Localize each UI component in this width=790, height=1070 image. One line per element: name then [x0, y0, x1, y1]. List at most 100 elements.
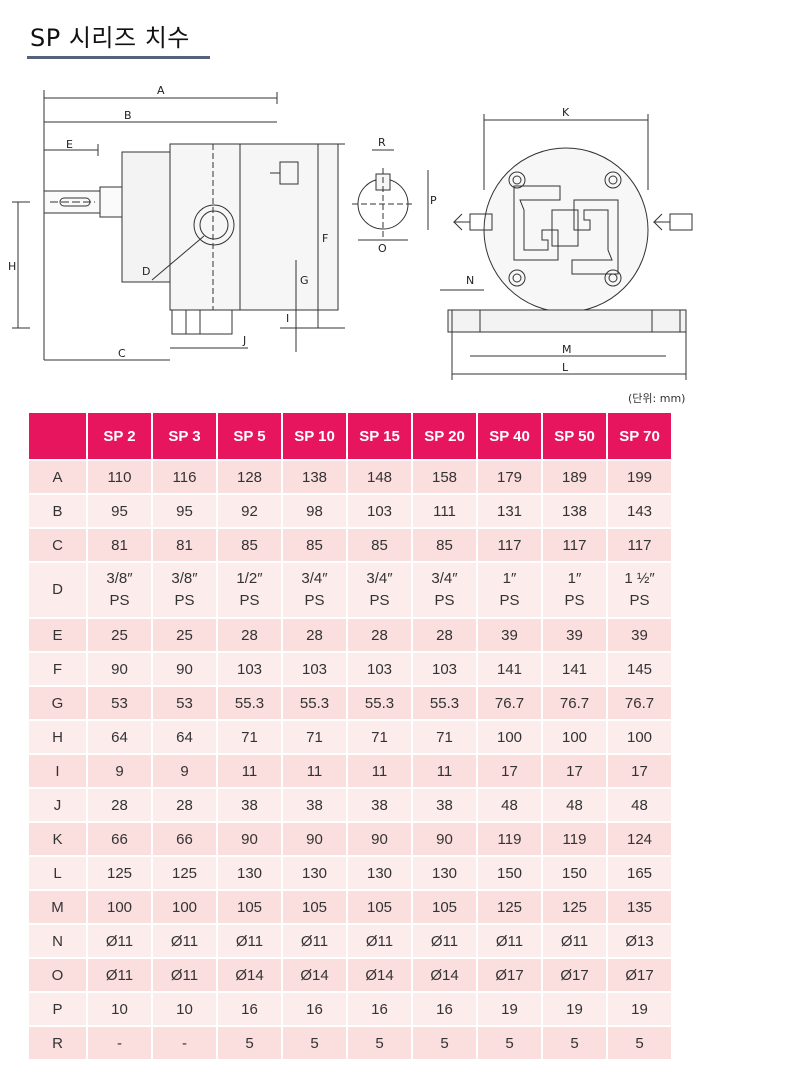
cell-value: 48 — [501, 796, 518, 814]
cell-value: 95 — [176, 502, 193, 520]
table-cell: 16 — [218, 993, 281, 1025]
cell-value: 3/4″ — [366, 570, 393, 587]
table-cell: 11 — [348, 755, 411, 787]
cell-value: 85 — [436, 536, 453, 554]
table-cell: 25 — [88, 619, 151, 651]
cell-value: 141 — [561, 660, 588, 678]
table-cell: Ø11 — [413, 925, 476, 957]
column-header: SP 10 — [283, 413, 346, 459]
cell-value: 10 — [111, 1000, 128, 1018]
cell-value: 5 — [505, 1034, 514, 1052]
cell-value: 125 — [171, 864, 198, 882]
table-cell: 189 — [543, 461, 606, 493]
table-cell: 100 — [608, 721, 671, 753]
cell-value: 103 — [431, 660, 458, 678]
table-cell: 130 — [283, 857, 346, 889]
table-cell: Ø11 — [153, 925, 216, 957]
table-cell: 55.3 — [283, 687, 346, 719]
column-header: SP 50 — [543, 413, 606, 459]
table-cell: 16 — [348, 993, 411, 1025]
table-cell: 131 — [478, 495, 541, 527]
cell-value: - — [182, 1034, 187, 1052]
cell-value: 5 — [570, 1034, 579, 1052]
table-cell: 100 — [88, 891, 151, 923]
cell-value: 19 — [501, 1000, 518, 1018]
cell-value: 90 — [176, 660, 193, 678]
table-cell: Ø11 — [88, 925, 151, 957]
cell-value: 9 — [180, 762, 189, 780]
table-cell: Ø17 — [478, 959, 541, 991]
cell-value: 105 — [236, 898, 263, 916]
cell-value: 90 — [241, 830, 258, 848]
cell-value: 17 — [566, 762, 583, 780]
row-label: A — [29, 461, 86, 493]
cell-value: 150 — [496, 864, 523, 882]
table-cell: 39 — [543, 619, 606, 651]
dimension-drawing: A B E C D H F G I J R O P K N M L — [8, 84, 693, 380]
table-cell: 119 — [478, 823, 541, 855]
table-cell: 38 — [218, 789, 281, 821]
table-cell: 3/4″PS — [348, 563, 411, 617]
table-cell: - — [153, 1027, 216, 1059]
cell-value: Ø14 — [430, 966, 459, 984]
table-cell: 5 — [543, 1027, 606, 1059]
table-cell: 1″PS — [478, 563, 541, 617]
cell-value: 141 — [496, 660, 523, 678]
cell-value: 150 — [561, 864, 588, 882]
cell-value: 100 — [561, 728, 588, 746]
cell-value: 38 — [306, 796, 323, 814]
table-cell: 16 — [413, 993, 476, 1025]
table-cell: 105 — [218, 891, 281, 923]
column-header: SP 40 — [478, 413, 541, 459]
cell-value: 55.3 — [429, 694, 460, 712]
row-label: L — [29, 857, 86, 889]
cell-value: 199 — [626, 468, 653, 486]
table-cell: - — [88, 1027, 151, 1059]
table-cell: 95 — [88, 495, 151, 527]
table-cell: 105 — [283, 891, 346, 923]
cell-value: Ø11 — [430, 932, 459, 950]
cell-subvalue: PS — [304, 592, 325, 609]
table-cell: 55.3 — [413, 687, 476, 719]
table-cell: 117 — [478, 529, 541, 561]
table-cell: 85 — [218, 529, 281, 561]
row-label: B — [29, 495, 86, 527]
cell-value: 103 — [366, 502, 393, 520]
cell-value: Ø11 — [170, 966, 199, 984]
cell-value: 66 — [111, 830, 128, 848]
table-cell: 66 — [153, 823, 216, 855]
table-cell: 28 — [348, 619, 411, 651]
cell-value: 148 — [366, 468, 393, 486]
cell-value: 90 — [306, 830, 323, 848]
table-cell: 143 — [608, 495, 671, 527]
table-cell: 90 — [218, 823, 281, 855]
label-c: C — [118, 347, 126, 360]
cell-value: 5 — [310, 1034, 319, 1052]
table-cell: 64 — [88, 721, 151, 753]
cell-value: Ø14 — [300, 966, 329, 984]
cell-value: 11 — [306, 762, 323, 780]
cell-value: 25 — [111, 626, 128, 644]
table-cell: 28 — [413, 619, 476, 651]
table-cell: 76.7 — [543, 687, 606, 719]
cell-value: 158 — [431, 468, 458, 486]
table-cell: 28 — [153, 789, 216, 821]
table-cell: 119 — [543, 823, 606, 855]
table-cell: 5 — [283, 1027, 346, 1059]
table-cell: 103 — [283, 653, 346, 685]
cell-value: 85 — [241, 536, 258, 554]
cell-value: 90 — [371, 830, 388, 848]
table-cell: 110 — [88, 461, 151, 493]
table-cell: 85 — [283, 529, 346, 561]
table-cell: 53 — [153, 687, 216, 719]
cell-value: 119 — [497, 830, 522, 848]
cell-value: Ø13 — [625, 932, 654, 950]
label-j: J — [242, 334, 246, 347]
